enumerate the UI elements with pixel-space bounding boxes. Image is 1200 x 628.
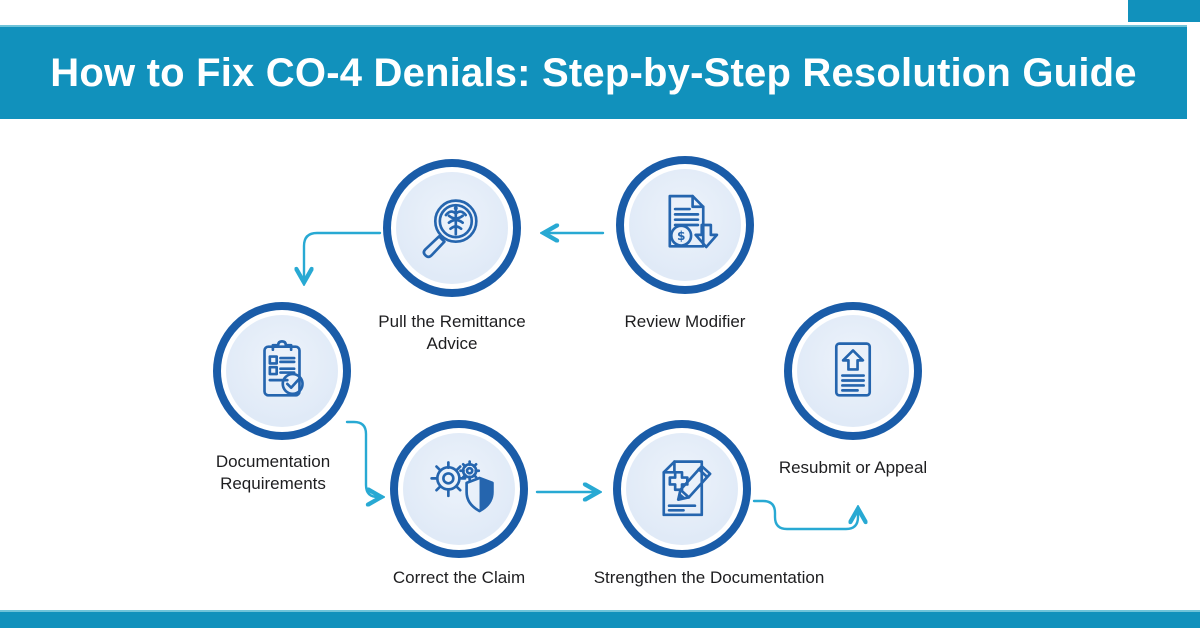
- document-upload-icon: [834, 342, 872, 397]
- arrow-pull-to-documentation: [304, 231, 382, 281]
- document-pencil-plus-icon: [662, 460, 712, 517]
- bottom-accent-bar: [0, 610, 1200, 628]
- step-disc: $: [629, 169, 741, 281]
- step-label-correct-the-claim: Correct the Claim: [392, 568, 526, 587]
- top-right-accent-bar: [1128, 0, 1200, 22]
- step-label-strengthen-documentation: Strengthen the Documentation: [593, 568, 825, 587]
- clipboard-checklist-icon: [263, 340, 304, 397]
- step-circle-review-modifier: $: [616, 156, 754, 294]
- step-circle-strengthen-documentation: [613, 420, 751, 558]
- arrow-strengthen-to-resubmit: [752, 499, 858, 531]
- step-label-resubmit-or-appeal: Resubmit or Appeal: [778, 458, 928, 477]
- step-disc: [226, 315, 338, 427]
- step-disc: [626, 433, 738, 545]
- step-disc: [396, 172, 508, 284]
- magnifier-caduceus-icon: [422, 199, 478, 259]
- step-label-review-modifier: Review Modifier: [624, 312, 746, 331]
- document-dollar-download-icon: $: [668, 194, 719, 249]
- page-title: How to Fix CO-4 Denials: Step-by-Step Re…: [50, 50, 1137, 95]
- step-disc: [403, 433, 515, 545]
- gears-shield-icon: [430, 460, 494, 513]
- step-circle-documentation-requirements: [213, 302, 351, 440]
- step-circle-pull-remittance-advice: [383, 159, 521, 297]
- svg-text:$: $: [677, 229, 685, 243]
- step-label-documentation-requirements: Documentation Requirements: [215, 452, 331, 493]
- step-circle-correct-the-claim: [390, 420, 528, 558]
- step-circle-resubmit-or-appeal: [784, 302, 922, 440]
- step-disc: [797, 315, 909, 427]
- header-band: How to Fix CO-4 Denials: Step-by-Step Re…: [0, 25, 1187, 119]
- step-label-pull-remittance-advice: Pull the Remittance Advice: [378, 312, 526, 353]
